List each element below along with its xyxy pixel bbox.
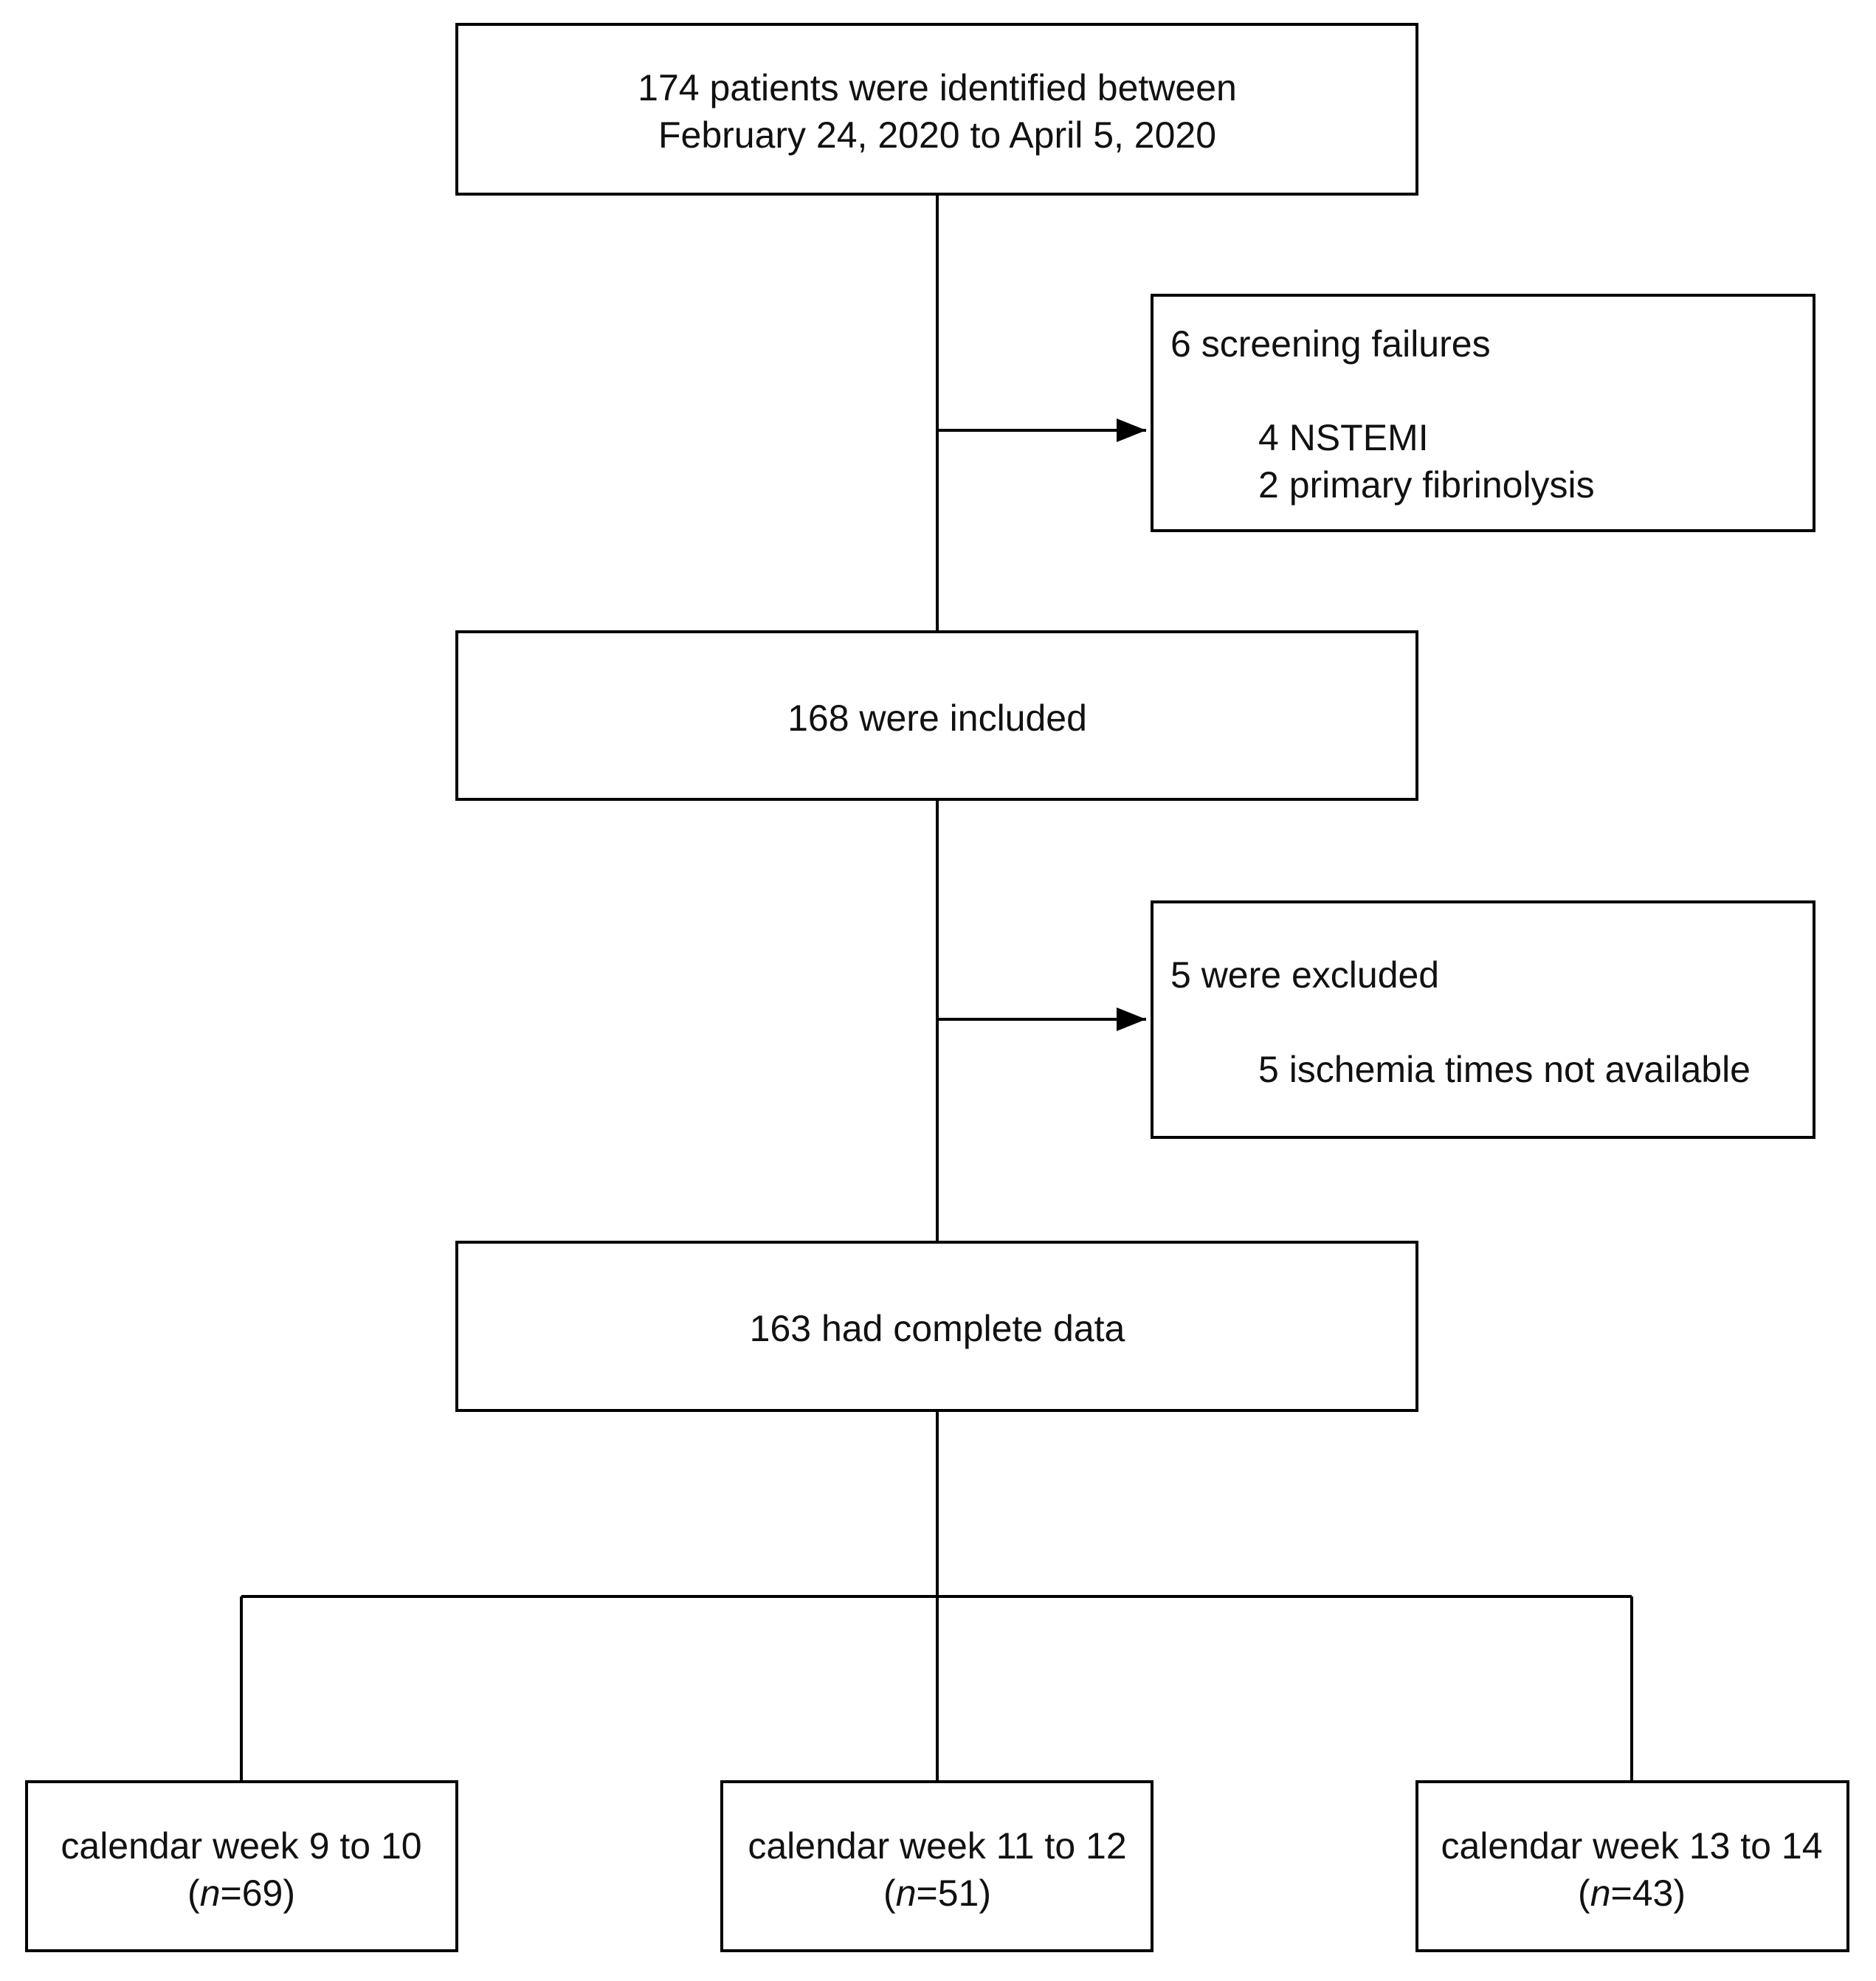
start-line-2: February 24, 2020 to April 5, 2020 [658,114,1216,156]
screening-failures-box: 6 screening failures 4 NSTEMI 2 primary … [1151,294,1815,532]
screening-item-nstemi: 4 NSTEMI [1258,417,1429,458]
start-line-1: 174 patients were identified between [638,67,1237,108]
included-box: 168 were included [455,630,1418,801]
excluded-item-ischemia: 5 ischemia times not available [1258,1049,1751,1090]
complete-data-text: 163 had complete data [750,1308,1125,1349]
screening-failures-title: 6 screening failures [1170,323,1491,365]
group-box-week-9-10: calendar week 9 to 10 (n=69) [25,1780,458,1952]
complete-data-box: 163 had complete data [455,1241,1418,1412]
group-count: (n=43) [1578,1873,1686,1914]
group-count: (n=51) [883,1873,991,1914]
excluded-title: 5 were excluded [1170,954,1439,996]
excluded-box: 5 were excluded 5 ischemia times not ava… [1151,900,1815,1139]
included-text: 168 were included [787,697,1087,739]
start-box: 174 patients were identified between Feb… [455,23,1418,196]
group-box-week-11-12: calendar week 11 to 12 (n=51) [720,1780,1153,1952]
screening-item-fibrinolysis: 2 primary fibrinolysis [1258,464,1595,506]
group-count: (n=69) [187,1873,295,1914]
group-label: calendar week 9 to 10 [61,1825,421,1867]
group-box-week-13-14: calendar week 13 to 14 (n=43) [1415,1780,1849,1952]
group-label: calendar week 13 to 14 [1441,1825,1822,1867]
group-label: calendar week 11 to 12 [748,1825,1126,1867]
